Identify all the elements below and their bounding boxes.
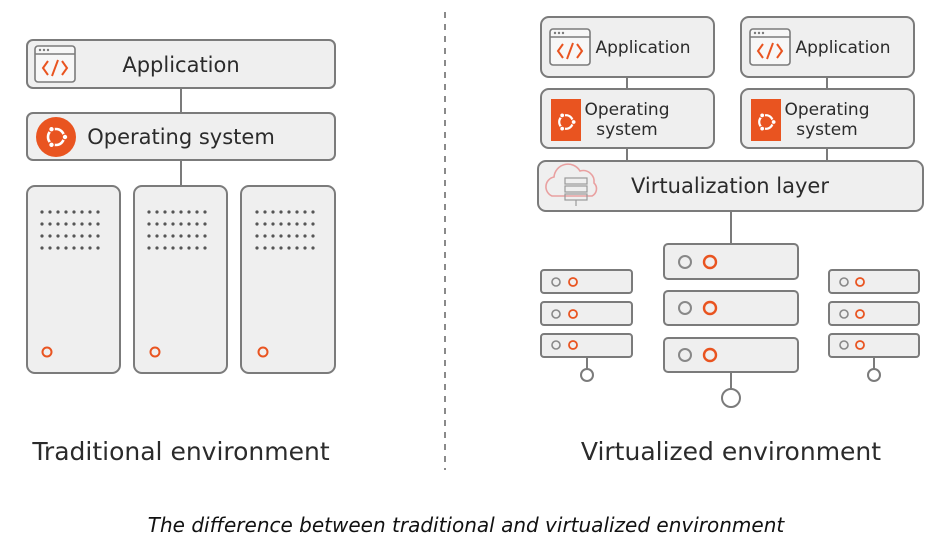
server-stack-center <box>663 243 799 408</box>
traditional-application-box: Application <box>26 39 336 89</box>
vm1-os-line1: Operating <box>585 100 670 120</box>
traditional-app-label: Application <box>122 53 239 77</box>
ubuntu-logo-icon <box>551 99 581 141</box>
cloud-server-icon <box>545 163 598 206</box>
traditional-title: Traditional environment <box>31 437 330 466</box>
vm2-application-box: Application <box>740 16 915 78</box>
physical-server <box>240 185 336 374</box>
figure-caption: The difference between traditional and v… <box>148 513 786 537</box>
vm2-os-line2: system <box>796 120 857 140</box>
virt-layer-label: Virtualization layer <box>631 174 829 198</box>
vm2-os-box: Operating system <box>740 88 915 149</box>
traditional-os-label: Operating system <box>87 125 275 149</box>
virtualized-title: Virtualized environment <box>581 437 881 466</box>
status-light <box>149 346 161 358</box>
traditional-os-box: Operating system <box>26 112 336 161</box>
vm1-os-box: Operating system <box>540 88 715 149</box>
vm1-application-box: Application <box>540 16 715 78</box>
vm2-app-label: Application <box>796 38 891 58</box>
physical-server <box>133 185 228 374</box>
vm1-app-label: Application <box>596 38 691 58</box>
code-window-icon <box>549 28 591 66</box>
vm1-os-line2: system <box>596 120 657 140</box>
vm2-os-line1: Operating <box>785 100 870 120</box>
status-light <box>41 346 53 358</box>
server-stack-left <box>540 269 633 382</box>
physical-server <box>26 185 121 374</box>
server-stack-right <box>828 269 920 382</box>
ubuntu-logo-icon <box>751 99 781 141</box>
code-window-icon <box>749 28 791 66</box>
status-light <box>257 346 269 358</box>
virtualized-environment: Application Operating system Application… <box>537 16 924 466</box>
code-window-icon <box>34 45 76 83</box>
virtualization-layer-box: Virtualization layer <box>537 160 924 212</box>
ubuntu-logo-icon <box>36 117 76 157</box>
traditional-environment: Application Operating system T <box>26 39 336 466</box>
